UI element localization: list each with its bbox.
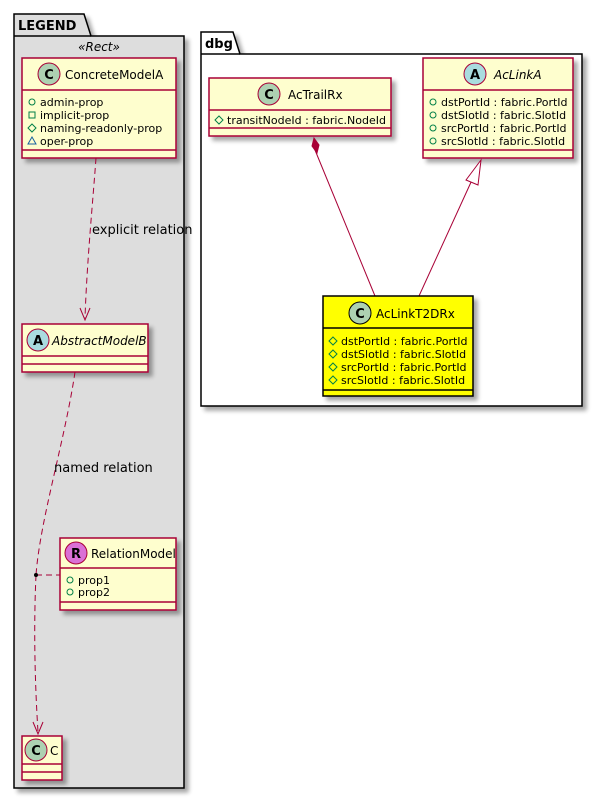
badge-letter: A <box>33 334 43 349</box>
package-visibility-icon <box>27 135 37 145</box>
badge-letter: R <box>71 547 81 562</box>
class-abstract-model-b[interactable]: A AbstractModelB <box>21 323 149 373</box>
explicit-relation-label: explicit relation <box>92 223 192 238</box>
private-visibility-icon <box>28 111 36 119</box>
badge-letter: C <box>31 744 41 759</box>
class-name: C <box>50 744 58 758</box>
legend-stereotype: «Rect» <box>78 40 120 54</box>
named-relation-arrow: named relation <box>32 371 153 736</box>
class-name: ConcreteModelA <box>65 68 164 82</box>
attribute: admin-prop <box>40 96 103 109</box>
badge-letter: C <box>264 88 274 103</box>
class-name: AcLinkT2DRx <box>376 307 455 321</box>
attribute: srcSlotId : fabric.SlotId <box>441 135 565 148</box>
public-visibility-icon <box>66 588 74 596</box>
badge-letter: C <box>355 307 365 322</box>
dbg-title: dbg <box>205 37 233 52</box>
inheritance-relation <box>418 158 482 297</box>
attribute-list: transitNodeId : fabric.NodeId <box>214 114 386 127</box>
protected-visibility-icon <box>27 123 37 133</box>
protected-visibility-icon <box>328 349 338 359</box>
named-relation-label: named relation <box>54 461 153 476</box>
class-name: RelationModel <box>91 547 176 561</box>
public-visibility-icon <box>28 98 36 106</box>
protected-visibility-icon <box>328 375 338 385</box>
public-visibility-icon <box>429 137 437 145</box>
composition-diamond-icon <box>311 136 320 155</box>
attribute: srcSlotId : fabric.SlotId <box>341 374 465 387</box>
class-name: AcTrailRx <box>288 88 343 102</box>
protected-visibility-icon <box>328 336 338 346</box>
class-ac-link-t2d-rx[interactable]: C AcLinkT2DRx dstPortId : fabric.PortIdd… <box>322 295 474 397</box>
attribute: implicit-prop <box>40 109 109 122</box>
public-visibility-icon <box>429 111 437 119</box>
class-badge-icon <box>24 738 48 762</box>
badge-letter: C <box>44 68 54 83</box>
class-badge-icon <box>257 82 281 106</box>
attribute: dstPortId : fabric.PortId <box>341 335 468 348</box>
attribute: prop2 <box>78 586 110 599</box>
public-visibility-icon <box>429 98 437 106</box>
legend-title: LEGEND <box>18 19 77 34</box>
class-ac-link-a[interactable]: A AcLinkA dstPortId : fabric.PortIddstSl… <box>422 57 574 159</box>
composition-relation <box>311 136 376 297</box>
attribute: oper-prop <box>40 135 93 148</box>
relation-badge-icon <box>64 541 88 565</box>
attribute: dstPortId : fabric.PortId <box>441 96 568 109</box>
attribute-list: admin-propimplicit-propnaming-readonly-p… <box>27 96 162 148</box>
attribute: prop1 <box>78 574 110 587</box>
protected-visibility-icon <box>328 362 338 372</box>
attribute: transitNodeId : fabric.NodeId <box>227 114 386 127</box>
legend-package: LEGEND «Rect» C ConcreteModelA admin-pro… <box>13 13 192 789</box>
attribute: srcPortId : fabric.PortId <box>441 122 567 135</box>
class-badge-icon <box>348 301 372 325</box>
attribute: dstSlotId : fabric.SlotId <box>341 348 466 361</box>
class-c[interactable]: C C <box>21 735 63 781</box>
attribute: naming-readonly-prop <box>40 122 162 135</box>
abstract-badge-icon <box>26 328 50 352</box>
class-concrete-model-a[interactable]: C ConcreteModelA admin-propimplicit-prop… <box>21 57 177 159</box>
dbg-package: dbg C AcTrailRx transitNodeId : fabric.N… <box>200 31 583 407</box>
class-name: AbstractModelB <box>51 334 147 348</box>
badge-letter: A <box>470 68 480 83</box>
inheritance-triangle-icon <box>465 158 482 186</box>
attribute: srcPortId : fabric.PortId <box>341 361 467 374</box>
class-badge-icon <box>37 62 61 86</box>
attribute: dstSlotId : fabric.SlotId <box>441 109 566 122</box>
public-visibility-icon <box>429 124 437 132</box>
explicit-relation-arrow: explicit relation <box>79 157 192 322</box>
class-ac-trail-rx[interactable]: C AcTrailRx transitNodeId : fabric.NodeI… <box>208 77 392 137</box>
class-name: AcLinkA <box>493 68 542 82</box>
abstract-badge-icon <box>463 62 487 86</box>
public-visibility-icon <box>66 576 74 584</box>
protected-visibility-icon <box>214 115 224 125</box>
